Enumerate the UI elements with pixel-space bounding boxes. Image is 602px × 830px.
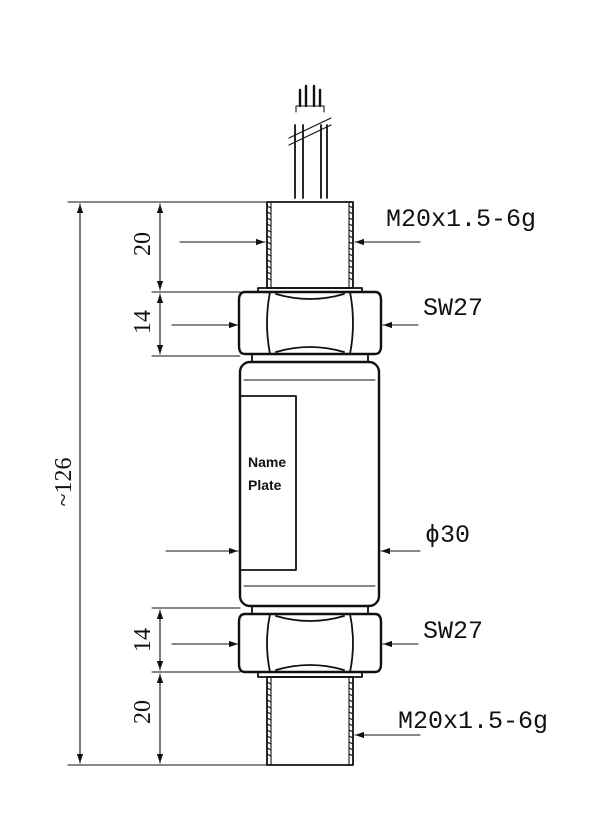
bottom-hex-nut: [237, 605, 383, 678]
cable: [288, 84, 332, 199]
width-arrows: [165, 238, 421, 739]
thread-top-callout: M20x1.5-6g: [386, 205, 536, 234]
body-diameter-callout: ϕ30: [425, 521, 470, 550]
dim-thread-bottom-label: 20: [130, 700, 156, 724]
name-plate-line1: Name: [248, 454, 286, 470]
hex-top-callout: SW27: [423, 294, 483, 323]
thread-bottom-callout: M20x1.5-6g: [398, 707, 548, 736]
name-plate: Name Plate: [248, 454, 286, 493]
top-thread: [266, 201, 354, 289]
dim-hex-top-label: 14: [130, 310, 156, 334]
hex-bottom-callout: SW27: [423, 617, 483, 646]
overall-length-label: ~126: [51, 458, 77, 507]
bottom-thread: [266, 676, 354, 766]
dim-thread-top-label: 20: [130, 232, 156, 256]
dim-hex-bottom-label: 14: [130, 628, 156, 652]
segment-dimensions: 20 14 14 20: [130, 203, 164, 764]
extension-lines: [67, 201, 268, 766]
name-plate-line2: Plate: [248, 477, 282, 493]
top-hex-nut: [237, 287, 383, 363]
callouts: M20x1.5-6g SW27 ϕ30 SW27 M20x1.5-6g: [386, 205, 548, 736]
overall-length-dimension: ~126: [51, 203, 84, 764]
